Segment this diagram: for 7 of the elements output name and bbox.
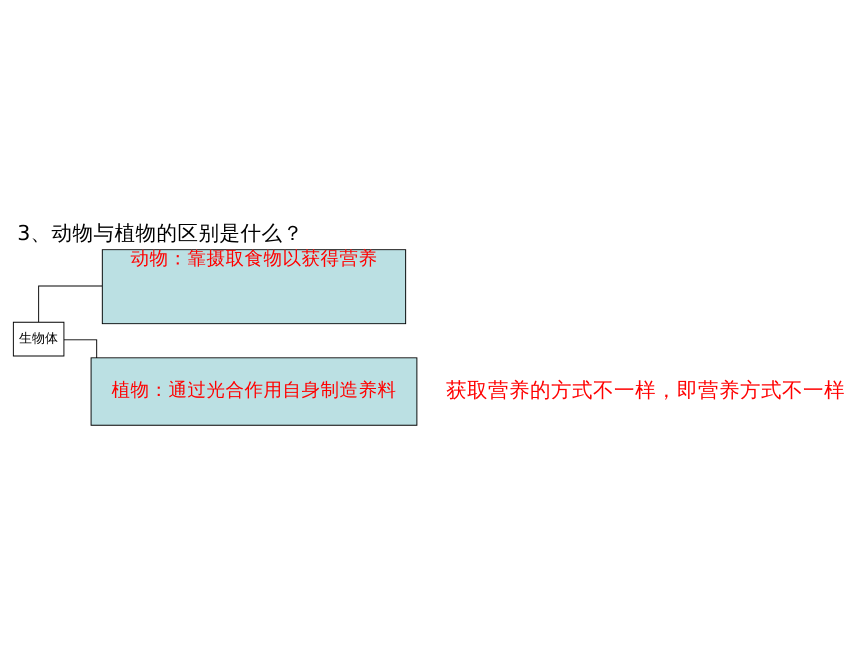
node-box: 动物：靠摄取食物以获得营养	[102, 249, 406, 324]
diagram-title: 3、动物与植物的区别是什么？	[17, 220, 304, 245]
connector	[63, 339, 98, 358]
node-box: 生物体	[12, 322, 64, 356]
connector	[38, 286, 103, 322]
node-box: 植物：通过光合作用自身制造养料	[90, 357, 418, 426]
label: 获取营养的方式不一样，即营养方式不一样	[446, 378, 845, 402]
